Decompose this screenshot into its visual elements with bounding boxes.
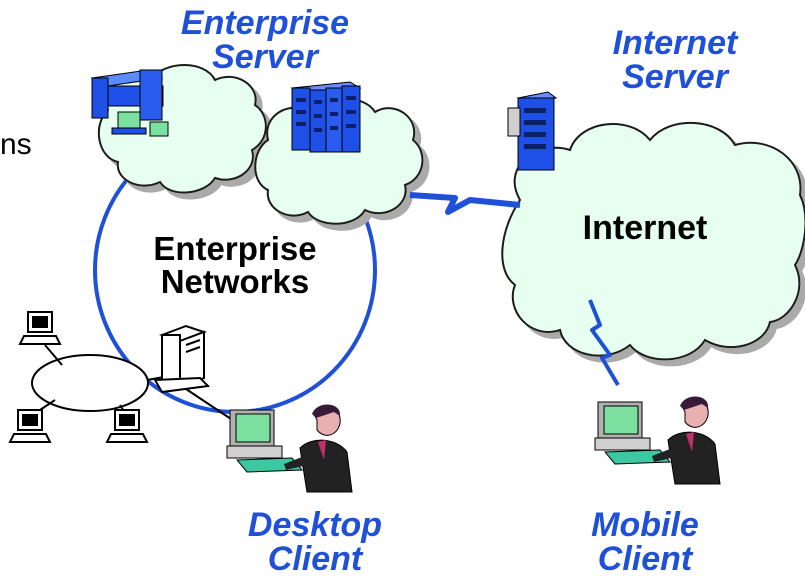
workstation-icon — [8, 409, 52, 443]
mobile-client-label: Mobile Client — [560, 508, 730, 576]
lan-link — [39, 399, 56, 411]
user-at-computer-icon — [226, 404, 353, 493]
wan-link — [409, 192, 521, 215]
wireless-link — [588, 299, 620, 387]
desktop-client-label-line2: Client — [267, 540, 363, 578]
enterprise-networks-label-line2: Networks — [160, 263, 310, 300]
workstation-icon — [18, 311, 62, 345]
internet-server-tower-icon — [507, 91, 558, 171]
mobile-client-label-line2: Client — [597, 540, 693, 578]
desktop-client-label-line1: Desktop — [247, 506, 383, 544]
internet-server-label-line1: Internet — [612, 24, 738, 62]
clipped-text: ns — [0, 128, 32, 161]
enterprise-server-label-line1: Enterprise — [180, 4, 350, 42]
enterprise-networks-label-line1: Enterprise — [153, 230, 317, 267]
lan-link — [44, 344, 63, 366]
tower-server-icon — [153, 324, 211, 394]
enterprise-server-label: Enterprise Server — [160, 6, 370, 74]
workstation-icon — [105, 409, 149, 443]
internet-server-label-line2: Server — [622, 58, 728, 96]
lan-ring — [31, 354, 149, 412]
enterprise-networks-label: Enterprise Networks — [120, 232, 350, 298]
internet-server-label: Internet Server — [585, 26, 765, 94]
enterprise-server-label-line2: Server — [212, 38, 318, 76]
desktop-client-label: Desktop Client — [225, 508, 405, 576]
user-at-computer-icon — [594, 396, 721, 485]
mobile-client-label-line1: Mobile — [591, 506, 699, 544]
mainframe-icon — [90, 69, 169, 137]
server-rack-icon — [290, 81, 362, 153]
internet-label: Internet — [582, 209, 708, 247]
internet-cloud — [501, 121, 805, 361]
